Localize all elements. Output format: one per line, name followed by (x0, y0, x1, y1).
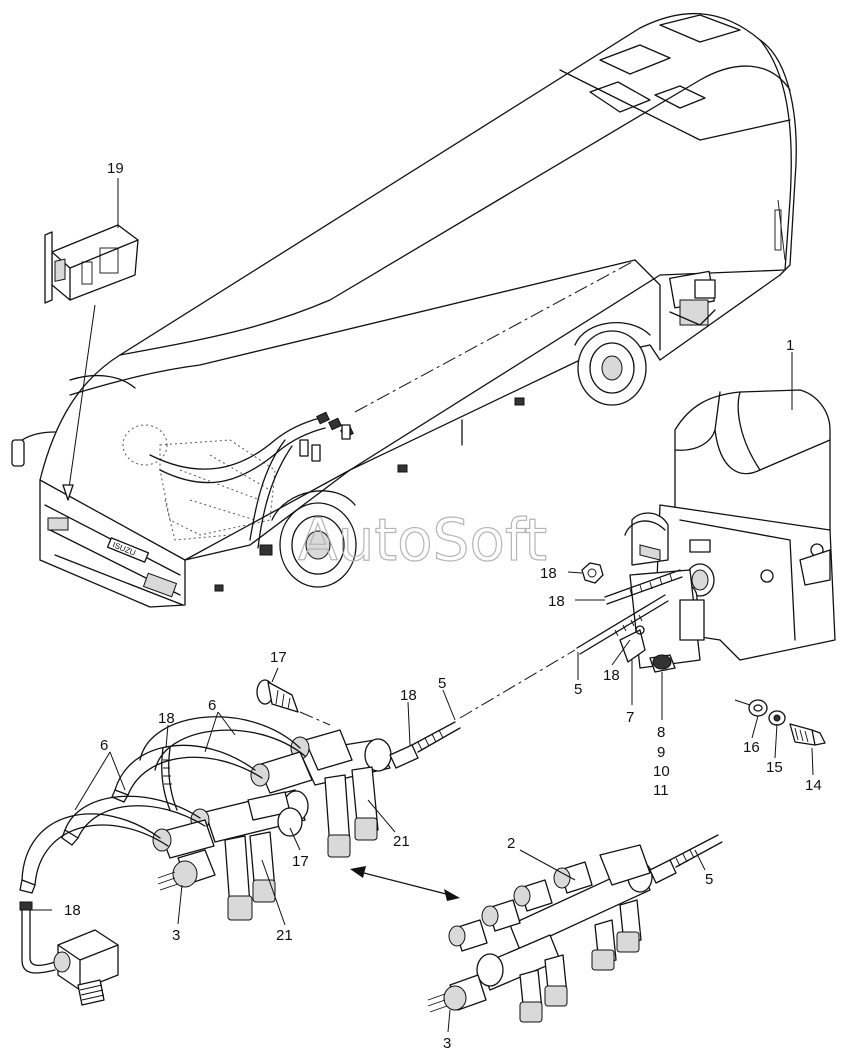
watermark: AutoSoft (298, 506, 547, 574)
lower-left-manifold (152, 729, 392, 921)
callout-5-right: 5 (705, 871, 713, 888)
rear-valve-block (669, 270, 716, 326)
callout-15: 18 (540, 565, 557, 582)
callout-19: 19 (107, 160, 124, 177)
callout-3-left: 3 (172, 927, 180, 944)
part-14-washer (748, 699, 768, 717)
callout-21-upper: 21 (393, 833, 410, 850)
part-18-upper-hose (604, 569, 683, 605)
callout-3-right: 3 (443, 1035, 451, 1052)
part-12-bolt (789, 723, 826, 746)
callout-labels: 19 1 18 18 5 18 7 8 9 10 11 16 15 14 17 … (64, 160, 822, 1052)
part-6-flexible-tubes (19, 716, 306, 894)
callout-12: 14 (805, 777, 822, 794)
part-19-control-unit (44, 224, 139, 501)
part-5-tube-near-module (576, 594, 669, 655)
callout-18-stem: 18 (400, 687, 417, 704)
callout-18-module: 18 (548, 593, 565, 610)
callout-13: 15 (766, 759, 783, 776)
callout-16: 17 (270, 649, 287, 666)
engine-hidden-lines (122, 424, 276, 541)
callout-18-elbow: 18 (64, 902, 81, 919)
callout-10: 10 (653, 763, 670, 780)
callout-9: 9 (657, 744, 665, 761)
chain-line-lower (459, 649, 576, 719)
callout-5-left: 5 (438, 675, 446, 692)
callout-18-lower-hose: 18 (603, 667, 620, 684)
callout-1: 1 (786, 337, 794, 354)
callout-11: 11 (653, 782, 669, 799)
bus-illustration: ISUZU (11, 13, 797, 608)
part-2-right-manifold (427, 834, 723, 1023)
part-13-lock-washer (768, 710, 786, 726)
callout-5-module: 5 (574, 681, 582, 698)
part-15-nut (581, 562, 604, 584)
callout-21-lower: 21 (276, 927, 293, 944)
callout-14: 16 (743, 739, 760, 756)
leader-lines (32, 178, 814, 1033)
callout-6-upper: 6 (208, 697, 216, 714)
callout-2: 2 (507, 835, 515, 852)
part-18-5-stem-left (389, 721, 461, 769)
part-1-modulator (619, 389, 836, 673)
callout-17: 17 (292, 853, 309, 870)
front-wiring-harness (149, 411, 354, 556)
part-16-plug (256, 679, 331, 726)
callout-18-braid: 18 (158, 710, 175, 727)
callout-8: 8 (657, 724, 665, 741)
swap-arrow (350, 866, 460, 901)
callout-6-lower: 6 (100, 737, 108, 754)
callout-7: 7 (626, 709, 634, 726)
part-18-elbow-fitting (19, 901, 119, 1006)
